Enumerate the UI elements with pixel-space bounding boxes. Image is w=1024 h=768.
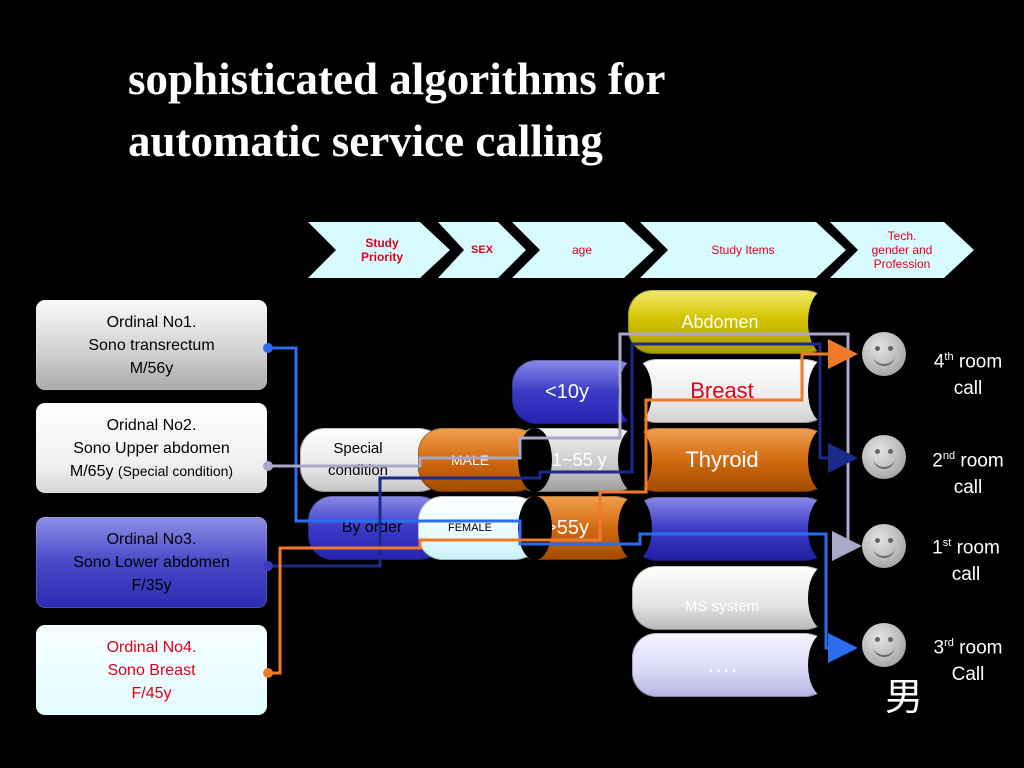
patient-line: Sono Upper abdomen: [73, 439, 230, 457]
cylinder-end: [808, 633, 842, 697]
patient-card-3[interactable]: Ordinal No3. Sono Lower abdomen F/35y: [36, 517, 267, 608]
cylinder-end: [518, 496, 552, 560]
sex-female: FEMALE: [418, 496, 552, 560]
room-call-4: 4th room call: [933, 351, 1003, 400]
patient-line: Sono Breast: [107, 661, 196, 679]
item-ms-system: MS system: [632, 566, 842, 630]
sex-label: MALE: [450, 452, 490, 468]
cylinder-end: [518, 428, 552, 492]
item-breast: Breast: [632, 359, 842, 423]
item-label: Abdomen: [681, 311, 759, 332]
item-label: ….: [706, 651, 738, 678]
chevron-label: age: [571, 243, 593, 257]
cylinder-end: [808, 566, 842, 630]
sex-male: MALE: [418, 428, 552, 492]
age-label: <10y: [545, 380, 589, 403]
slide-title: sophisticated algorithms for automatic s…: [128, 48, 888, 172]
cylinder-end: [618, 360, 652, 424]
chevron-age: age: [512, 222, 654, 278]
smiley-face-icon: [862, 524, 906, 568]
patient-line: Ordinal No1.: [106, 313, 197, 331]
cylinder-end: [618, 428, 652, 492]
smiley-face-icon: [862, 623, 906, 667]
title-line-2: automatic service calling: [128, 116, 603, 166]
patient-line: F/45y: [131, 684, 172, 702]
cylinder-end: [808, 428, 842, 492]
room-call-2: 2nd room call: [932, 450, 1004, 499]
patient-line: M/65y (Special condition): [69, 462, 234, 480]
sex-label: FEMALE: [447, 522, 492, 534]
item-thyroid: Thyroid: [632, 428, 842, 492]
item-label: Breast: [690, 378, 754, 403]
age-under-10: <10y: [512, 360, 652, 424]
room-call-3: 3rd room Call: [933, 637, 1003, 686]
chevron-label: SEX: [470, 244, 493, 256]
age-label: 11~55 y: [543, 450, 607, 470]
priority-label: Special condition: [327, 440, 389, 479]
chevron-study-items: Study Items: [640, 222, 846, 278]
cylinder-end: [618, 496, 652, 560]
patient-line: Sono Lower abdomen: [73, 554, 230, 571]
cylinder-end: [808, 497, 842, 561]
patient-line: F/35y: [131, 577, 172, 594]
chevron-sex: SEX: [438, 222, 526, 278]
patient-card-1[interactable]: Ordinal No1. Sono transrectum M/56y: [36, 300, 267, 390]
cylinder-end: [808, 290, 842, 354]
cylinder-end: [808, 359, 842, 423]
item-blank-blue: [632, 497, 842, 561]
patient-line: Ordinal No3.: [106, 531, 197, 548]
room-call-1: 1st room call: [932, 537, 1000, 586]
patient-card-2[interactable]: Oridnal No2. Sono Upper abdomen M/65y (S…: [36, 403, 267, 493]
smiley-face-icon: [862, 332, 906, 376]
priority-label: By order: [341, 519, 403, 536]
patient-line: Oridnal No2.: [106, 416, 197, 434]
smiley-face-icon: [862, 435, 906, 479]
patient-line: M/56y: [129, 359, 174, 377]
title-line-1: sophisticated algorithms for: [128, 54, 666, 104]
item-label: Thyroid: [685, 447, 759, 472]
patient-line: Sono transrectum: [88, 336, 215, 354]
chevron-label: Study Items: [711, 243, 775, 257]
patient-line: Ordinal No4.: [106, 638, 197, 656]
patient-card-4[interactable]: Ordinal No4. Sono Breast F/45y: [36, 625, 267, 715]
item-more: ….: [632, 633, 842, 697]
male-kanji-label: 男: [885, 675, 924, 719]
item-abdomen: Abdomen: [628, 290, 842, 354]
item-label: MS system: [684, 597, 760, 615]
